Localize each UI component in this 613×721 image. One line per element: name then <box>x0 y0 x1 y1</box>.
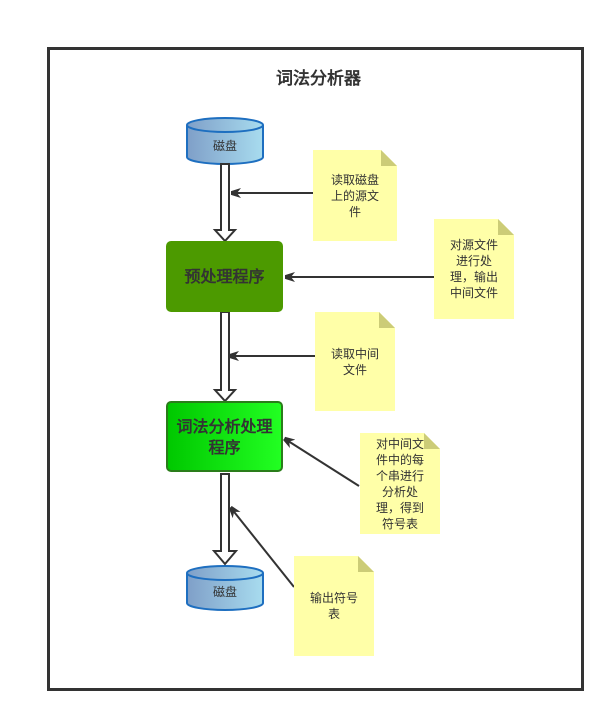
note-background <box>434 219 514 319</box>
connector-note-output <box>231 508 295 588</box>
note-fold-corner <box>358 556 374 572</box>
note-background <box>294 556 374 656</box>
flow-arrow-lexer-to-disk <box>211 473 239 566</box>
note-output[interactable]: 输出符号 表 <box>309 591 358 621</box>
note-background <box>360 433 440 534</box>
note-lex[interactable]: 对中间文 件中的每 个串进行 分析处 理，得到 符号表 <box>375 436 424 531</box>
diagram-title: 词法分析器 <box>276 69 361 89</box>
note-fold-corner <box>498 219 514 235</box>
lexer-node[interactable]: 词法分析处理程序 <box>166 401 283 472</box>
note-fold-corner <box>381 150 397 166</box>
flow-arrow-disk-to-preprocess <box>212 163 238 243</box>
note-background <box>313 150 397 241</box>
note-background <box>315 312 395 411</box>
note-read-intermediate[interactable]: 读取中间 文件 <box>330 346 379 377</box>
note-fold-corner <box>424 433 440 449</box>
note-read-disk[interactable]: 读取磁盘 上的源文 件 <box>330 172 379 219</box>
disk-bottom-cylinder[interactable] <box>186 565 264 611</box>
flow-arrow-preprocess-to-lexer <box>212 311 238 403</box>
connector-note-lex <box>285 439 360 487</box>
disk-top-label: 磁盘 <box>212 139 237 153</box>
note-preprocess[interactable]: 对源文件 进行处 理，输出 中间文件 <box>449 238 498 300</box>
preprocess-node[interactable]: 预处理程序 <box>166 241 283 312</box>
note-fold-corner <box>379 312 395 328</box>
diagram-frame <box>47 47 584 691</box>
disk-bottom-label: 磁盘 <box>212 585 237 599</box>
